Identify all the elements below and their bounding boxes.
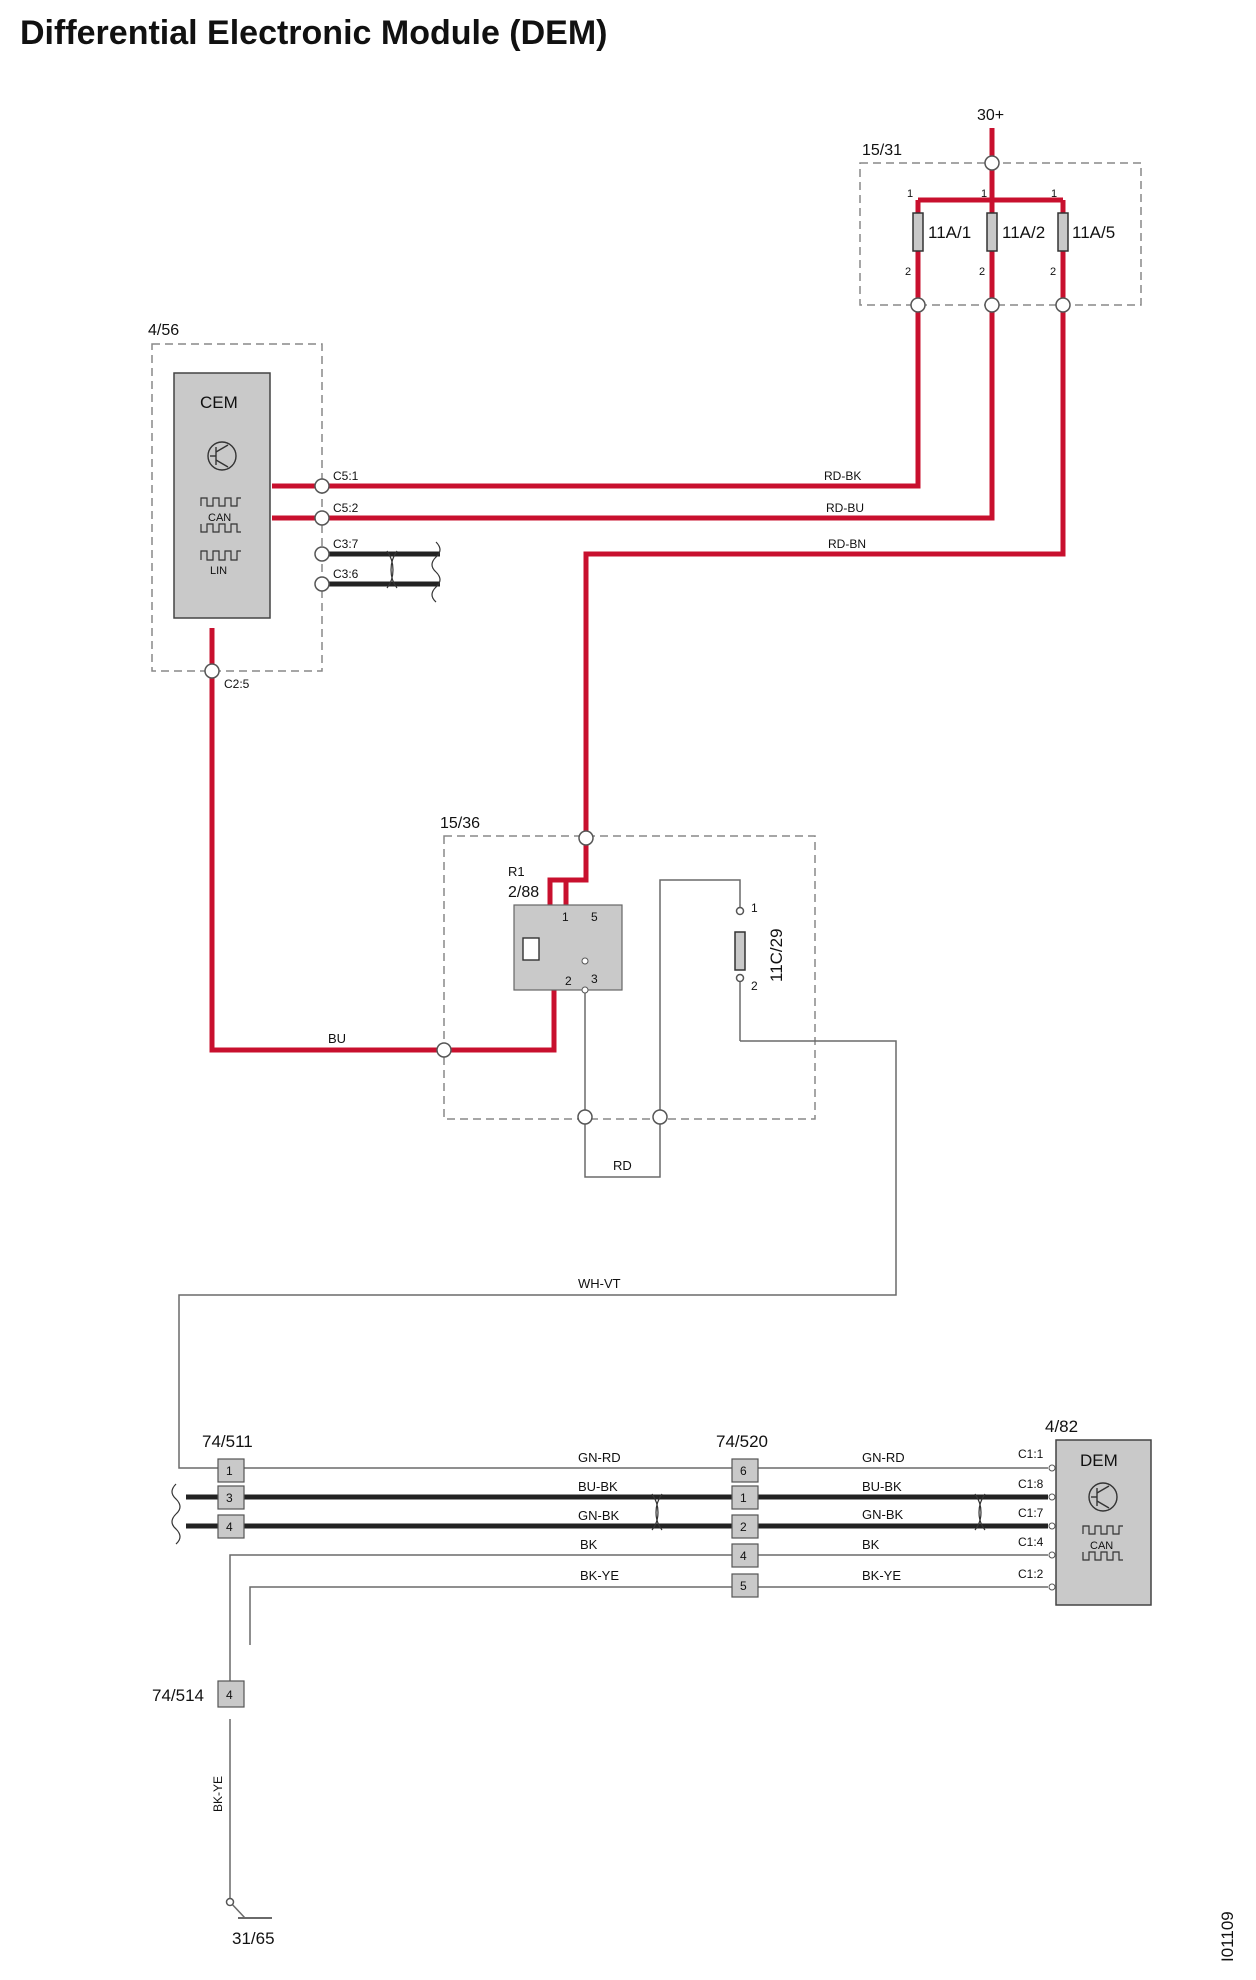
fuse-11a2-pin-top: 1 [981, 188, 987, 200]
relay-coil-icon [522, 937, 540, 961]
dem-can-label: CAN [1090, 1540, 1113, 1552]
dem-ref: 4/82 [1045, 1417, 1078, 1436]
bu-wire [209, 628, 557, 1053]
can-signal-icon [1082, 1525, 1123, 1561]
cem-lin-label: LIN [210, 565, 227, 577]
rd-wire [584, 1117, 661, 1178]
cem-pin-c2-5: C2:5 [224, 677, 250, 691]
relay-box-enclosure [443, 835, 816, 1120]
wire-label-bk-right: BK [862, 1537, 880, 1552]
cem-pin-c3-7: C3:7 [333, 537, 359, 551]
wire-label-bk-ye-left: BK-YE [580, 1568, 619, 1583]
dem-pin-c1-1: C1:1 [1018, 1447, 1044, 1461]
cem-pin-c3-6: C3:6 [333, 567, 359, 581]
ground-ref: 31/65 [232, 1929, 275, 1948]
fuse-11a2 [986, 212, 998, 252]
relay-pin-2: 2 [565, 974, 572, 988]
wire-label-bk-left: BK [580, 1537, 598, 1552]
dem-pin-c1-7: C1:7 [1018, 1506, 1044, 1520]
wire-label-bu-bk-left: BU-BK [578, 1479, 618, 1494]
rd-bu-wire [272, 305, 995, 521]
cem-pin-c5-1: C5:1 [333, 469, 359, 483]
rd-bk-wire [272, 305, 921, 489]
relay-code: 2/88 [508, 884, 539, 901]
supply-label: 30+ [977, 107, 1004, 124]
connector-74-520-ref: 74/520 [716, 1432, 768, 1451]
dem-module [1055, 1439, 1152, 1606]
c520-pin-1: 1 [740, 1491, 747, 1505]
c511-pin-4: 4 [226, 1520, 233, 1534]
wire-label-gn-rd-right: GN-RD [862, 1450, 905, 1465]
dem-pin-c1-2: C1:2 [1018, 1567, 1044, 1581]
c514-pin-4: 4 [226, 1688, 233, 1702]
relay-pin-3: 3 [591, 972, 598, 986]
dem-pin-c1-4: C1:4 [1018, 1535, 1044, 1549]
wire-label-rd-bk: RD-BK [824, 469, 861, 483]
fuse-11c29-pin-bottom: 2 [751, 979, 758, 993]
c511-pin-3: 3 [226, 1491, 233, 1505]
fuse-11c29-pin-top: 1 [751, 901, 758, 915]
fuse-11a5-pin-bottom: 2 [1050, 266, 1056, 278]
relay-ref: R1 [508, 864, 525, 879]
fuse-11a5-label: 11A/5 [1072, 223, 1115, 242]
fuse-11a1-pin-top: 1 [907, 188, 913, 200]
fuse-11a1-pin-bottom: 2 [905, 266, 911, 278]
document-id: I01109 [1218, 1911, 1237, 1962]
fuse-11a2-label: 11A/2 [1002, 223, 1045, 242]
fuse-box-enclosure [859, 162, 1142, 306]
transistor-icon [1088, 1482, 1118, 1512]
cem-pin-c5-2: C5:2 [333, 501, 359, 515]
c520-pin-2: 2 [740, 1520, 747, 1534]
wire-label-gn-bk-right: GN-BK [862, 1507, 904, 1522]
wire-label-bk-ye-right: BK-YE [862, 1568, 901, 1583]
page-title: Differential Electronic Module (DEM) [20, 14, 608, 52]
wire-label-bk-ye-ground: BK-YE [211, 1776, 225, 1812]
relay-box-ref: 15/36 [440, 815, 480, 832]
fuse-11a1 [912, 212, 924, 252]
fuse-11c29-label: 11C/29 [767, 928, 786, 982]
can-signal-icon [200, 497, 241, 533]
rd-bn-wire [583, 305, 1066, 838]
connector-74-514-ref: 74/514 [152, 1686, 204, 1705]
fuse-11a2-pin-bottom: 2 [979, 266, 985, 278]
wire-label-wh-vt: WH-VT [578, 1276, 621, 1291]
wire-label-gn-rd-left: GN-RD [578, 1450, 621, 1465]
fuse-box-ref: 15/31 [862, 142, 902, 159]
relay-r1 [513, 904, 623, 991]
cem-name: CEM [200, 393, 238, 412]
c520-pin-6: 6 [740, 1464, 747, 1478]
connector-74-511-ref: 74/511 [202, 1432, 253, 1451]
cem-module [173, 372, 271, 619]
cem-enclosure [151, 343, 323, 672]
dem-name: DEM [1080, 1451, 1118, 1470]
fuse-11a1-label: 11A/1 [928, 223, 971, 242]
wire-label-rd-bu: RD-BU [826, 501, 864, 515]
c520-pin-5: 5 [740, 1579, 747, 1593]
fuse-11a5 [1057, 212, 1069, 252]
c520-pin-4: 4 [740, 1549, 747, 1563]
fuse-11a5-pin-top: 1 [1051, 188, 1057, 200]
lin-signal-icon [200, 550, 241, 561]
wire-label-rd-bn: RD-BN [828, 537, 866, 551]
cem-can-label: CAN [208, 512, 231, 524]
fuse-11c29 [734, 931, 746, 971]
c511-pin-1: 1 [226, 1464, 233, 1478]
cem-ref: 4/56 [148, 322, 179, 339]
relay-pin-5: 5 [591, 910, 598, 924]
wh-vt-wire [178, 1040, 897, 1469]
relay-pin-1: 1 [562, 910, 569, 924]
wire-label-bu: BU [328, 1031, 346, 1046]
wire-label-rd: RD [613, 1158, 632, 1173]
wire-label-gn-bk-left: GN-BK [578, 1508, 620, 1523]
dem-pin-c1-8: C1:8 [1018, 1477, 1044, 1491]
transistor-icon [207, 441, 237, 471]
wire-label-bu-bk-right: BU-BK [862, 1479, 902, 1494]
